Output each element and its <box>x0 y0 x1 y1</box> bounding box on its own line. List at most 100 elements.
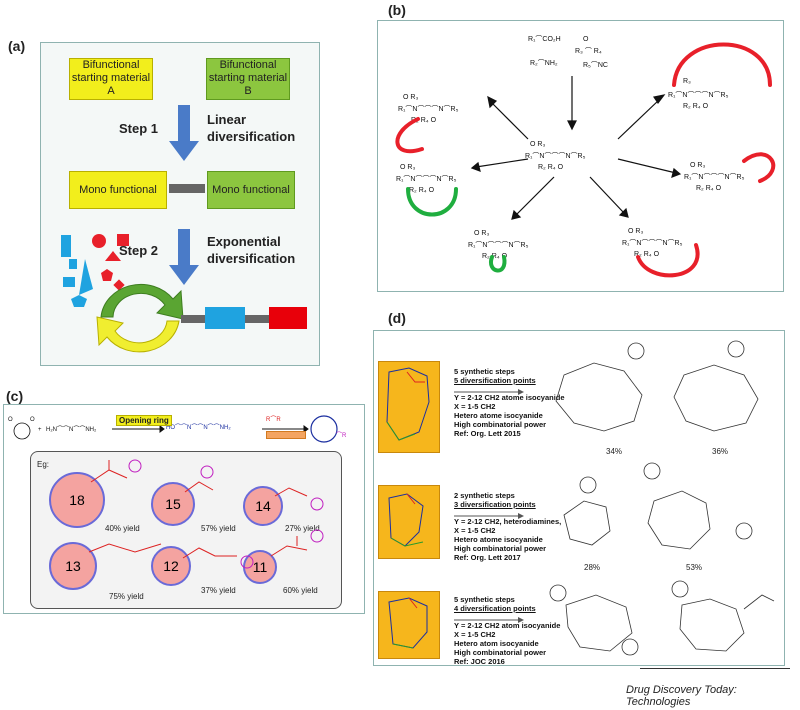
svg-text:R₂ R₄ O: R₂ R₄ O <box>696 185 722 192</box>
svg-text:O: O <box>30 417 35 423</box>
svg-text:R₂ R₄ O: R₂ R₄ O <box>482 253 508 260</box>
svg-text:R₁⌒N⌒⌒⌒N⌒R₅: R₁⌒N⌒⌒⌒N⌒R₅ <box>468 241 529 249</box>
svg-text:R₃: R₃ <box>683 78 691 85</box>
linear-diversification-label: Linear diversification <box>207 111 295 145</box>
row1-yield1: 34% <box>606 447 623 456</box>
ring-12-yield: 37% yield <box>201 586 236 595</box>
starting-material-b-box: Bifunctional starting material B <box>206 58 290 100</box>
ring-12: 12 <box>151 546 191 586</box>
svg-text:O: O <box>583 36 589 43</box>
row2-line1: Y = 2-12 CH2, heterodiamines, <box>454 517 562 526</box>
row2-line4: High combinatorial power <box>454 544 547 553</box>
ugi-step-label <box>266 431 306 439</box>
svg-text:R₂ R₄ O: R₂ R₄ O <box>538 164 564 171</box>
svg-text:R₁⌒N⌒⌒⌒N⌒R₅: R₁⌒N⌒⌒⌒N⌒R₅ <box>668 91 729 99</box>
row3-arrow <box>454 617 524 623</box>
ring-14: 14 <box>243 486 283 526</box>
step1-desc-line1: Linear <box>207 112 247 127</box>
svg-text:R₁⌒N⌒⌒⌒N⌒R₅: R₁⌒N⌒⌒⌒N⌒R₅ <box>398 105 459 113</box>
panel-d-label: (d) <box>388 310 406 326</box>
row2-arrow <box>454 513 524 519</box>
ring-examples-box: Eg: 18 15 14 40% yield 57% yield 27% yie… <box>30 451 342 609</box>
row1-points: 5 diversification points <box>454 376 536 385</box>
svg-text:R₅⌒NC: R₅⌒NC <box>583 61 608 69</box>
step2-desc-line2: diversification <box>207 251 296 266</box>
starting-material-a-label: Bifunctional starting material A <box>71 59 151 97</box>
row1-line4: High combinatorial power <box>454 420 547 429</box>
ring-18-yield: 40% yield <box>105 524 140 533</box>
panel-b: R₁⌒CO₂H R₂⌒NH₂ O R₃ ⌒ R₄ R₅⌒NC O R₃ R₁⌒N… <box>377 20 784 292</box>
row2-yield2: 53% <box>686 563 703 572</box>
row2-products <box>563 462 753 550</box>
ring-13-label: 13 <box>65 558 81 574</box>
svg-text:O R₃: O R₃ <box>690 162 705 169</box>
cycle-arrows <box>96 283 184 353</box>
step2-label: Step 2 <box>119 243 159 258</box>
row3-line5: Ref: JOC 2016 <box>454 657 505 666</box>
panel-a-label: (a) <box>8 38 26 54</box>
step1-label: Step 1 <box>119 121 159 136</box>
svg-text:H₂N⌒⌒N⌒⌒NH₂: H₂N⌒⌒N⌒⌒NH₂ <box>46 426 97 433</box>
ring-substituents <box>88 459 324 569</box>
step2-desc-line1: Exponential <box>207 234 281 249</box>
linker-bar-3 <box>245 315 269 323</box>
row1-line2: X = 1-5 CH2 <box>454 402 496 411</box>
building-block-shapes <box>61 234 129 307</box>
svg-text:O R₃: O R₃ <box>400 164 415 171</box>
row3-products <box>549 580 775 656</box>
svg-text:O R₃: O R₃ <box>628 228 643 235</box>
ring-15-yield: 57% yield <box>201 524 236 533</box>
ugi-reaction-scheme: R₁⌒CO₂H R₂⌒NH₂ O R₃ ⌒ R₄ R₅⌒NC O R₃ R₁⌒N… <box>395 35 776 278</box>
row3-line2: X = 1-5 CH2 <box>454 630 496 639</box>
footer-rule <box>640 668 790 669</box>
scaffold-3-image <box>378 591 440 659</box>
svg-text:O R₃: O R₃ <box>474 230 489 237</box>
row3-points: 4 diversification points <box>454 604 536 613</box>
eg-label: Eg: <box>37 460 50 469</box>
row1-description: 5 synthetic steps 5 diversification poin… <box>454 367 565 438</box>
row1-line3: Hetero atome isocyanide <box>454 411 543 420</box>
svg-text:HO⌒⌒N⌒⌒N⌒⌒NH₂: HO⌒⌒N⌒⌒N⌒⌒NH₂ <box>166 424 231 431</box>
row2-points: 3 diversification points <box>454 500 536 509</box>
svg-text:R₁⌒N⌒⌒⌒N⌒R₅: R₁⌒N⌒⌒⌒N⌒R₅ <box>396 175 457 183</box>
svg-text:O R₃: O R₃ <box>530 141 545 148</box>
starting-material-b-label: Bifunctional starting material B <box>208 59 288 97</box>
row1-line1: Y = 2-12 CH2 atome isocyanide <box>454 393 565 402</box>
row1-line5: Ref: Org. Lett 2015 <box>454 429 521 438</box>
ring-12-label: 12 <box>163 558 179 574</box>
row2-steps: 2 synthetic steps <box>454 491 515 500</box>
opening-ring-label: Opening ring <box>116 415 172 426</box>
row2-description: 2 synthetic steps 3 diversification poin… <box>454 491 561 562</box>
step1-arrow <box>169 105 199 161</box>
ring-15-label: 15 <box>165 496 181 512</box>
row1-arrow <box>454 389 524 395</box>
ring-14-label: 14 <box>255 498 271 514</box>
red-block <box>269 307 307 329</box>
row2-line5: Ref: Org. Lett 2017 <box>454 553 521 562</box>
mono-functional-left-label: Mono functional <box>79 184 157 196</box>
ring-18: 18 <box>49 472 105 528</box>
svg-text:R₃ ⌒ R₄: R₃ ⌒ R₄ <box>575 47 602 55</box>
ring-11-yield: 60% yield <box>283 586 318 595</box>
row2-line3: Hetero atome isocyanide <box>454 535 543 544</box>
mono-functional-right-label: Mono functional <box>212 184 290 196</box>
scaffold-2-image <box>378 485 440 559</box>
mono-functional-left-box: Mono functional <box>69 171 167 209</box>
row3-steps: 5 synthetic steps <box>454 595 515 604</box>
svg-text:+: + <box>38 427 42 433</box>
panel-d: 5 synthetic steps 5 diversification poin… <box>373 330 785 666</box>
row1-yield2: 36% <box>712 447 729 456</box>
svg-text:⌒R: ⌒R <box>336 432 347 439</box>
ring-11-label: 11 <box>252 559 268 575</box>
svg-text:R₁⌒N⌒⌒⌒N⌒R₅: R₁⌒N⌒⌒⌒N⌒R₅ <box>684 173 745 181</box>
row3-line4: High combinatorial power <box>454 648 547 657</box>
svg-text:R₂ R₄ O: R₂ R₄ O <box>411 117 437 124</box>
panel-a: Bifunctional starting material A Bifunct… <box>40 42 320 366</box>
ring-15: 15 <box>151 482 195 526</box>
svg-text:R₁⌒N⌒⌒⌒N⌒R₅: R₁⌒N⌒⌒⌒N⌒R₅ <box>622 239 683 247</box>
journal-footer: Drug Discovery Today: Technologies <box>626 684 737 708</box>
svg-text:R⌒R: R⌒R <box>266 416 281 423</box>
starting-material-a-box: Bifunctional starting material A <box>69 58 153 100</box>
